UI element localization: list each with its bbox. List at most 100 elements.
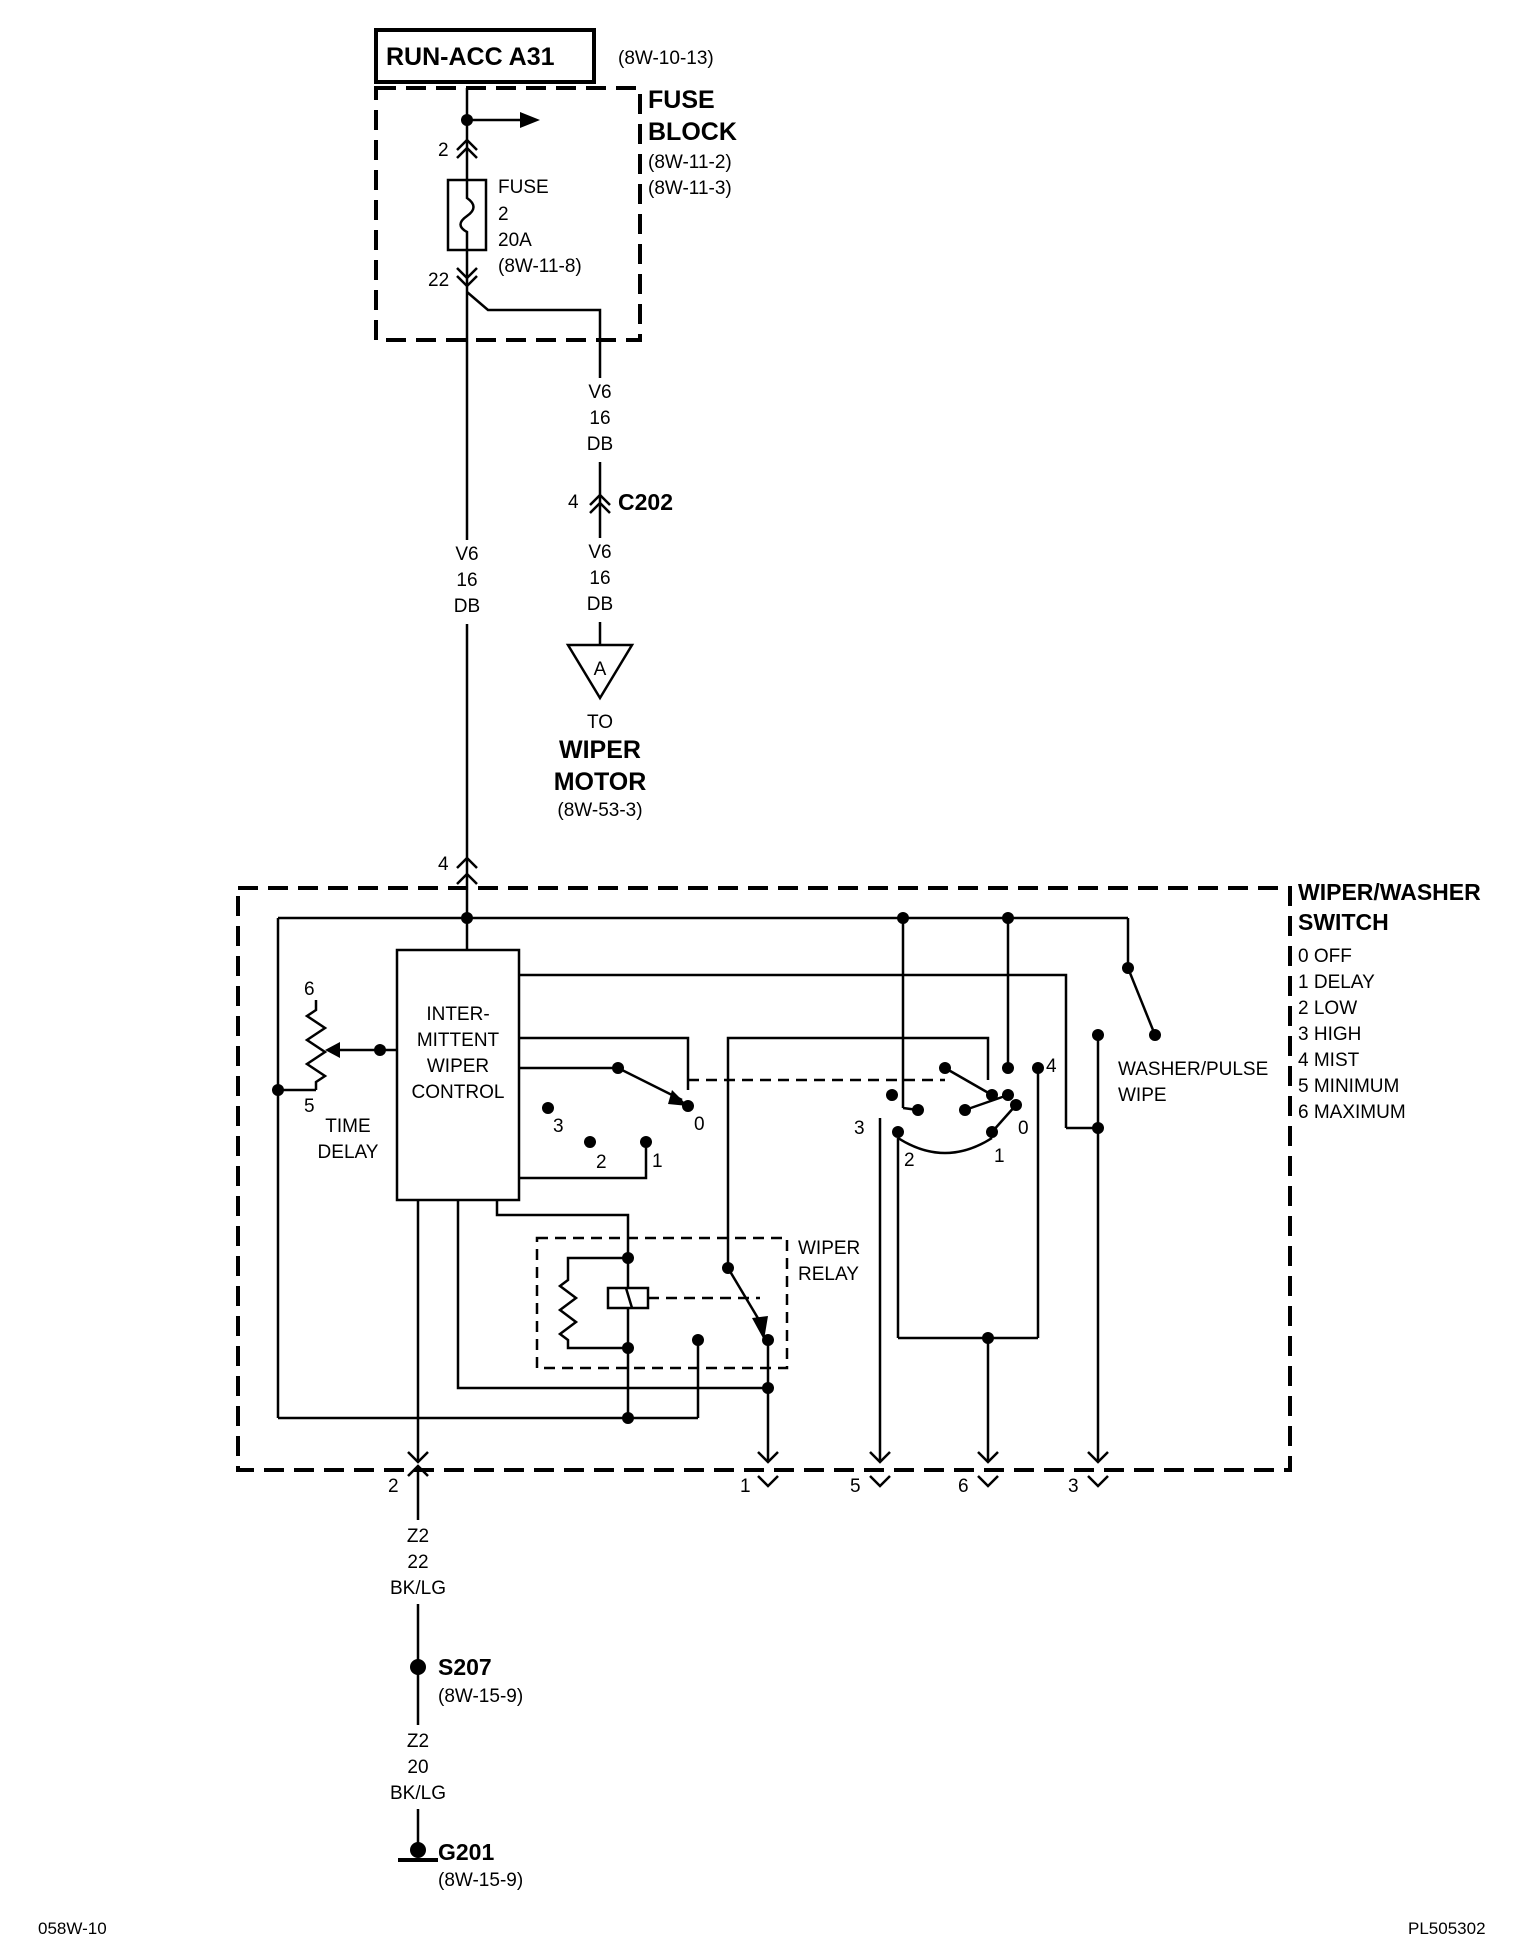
- wire-v6-right-bottom-circuit: V6: [588, 542, 611, 563]
- fuse-block-title-2: BLOCK: [648, 118, 737, 146]
- ground-g201-icon: [398, 1842, 438, 1862]
- wire-v6-right-bottom-gauge: 16: [589, 568, 610, 589]
- switch-pin-4-icon: [456, 856, 478, 869]
- relay-switch-blade: [726, 1267, 764, 1326]
- wiper-motor-marker: A: [594, 659, 607, 680]
- time-delay-1: TIME: [325, 1116, 370, 1137]
- wire-z2-22-color: BK/LG: [390, 1578, 446, 1599]
- switch-outline: [236, 886, 1292, 1472]
- fuse-block-title-1: FUSE: [648, 86, 715, 114]
- switch-position: 4 MIST: [1298, 1050, 1360, 1071]
- right-contact-0: 0: [1018, 1118, 1029, 1139]
- ground-name: G201: [438, 1839, 494, 1865]
- wire-z2-20-circuit: Z2: [407, 1731, 429, 1752]
- bottom-pin-3-icon: [1087, 1451, 1109, 1488]
- left-contact-2: 2: [596, 1152, 607, 1173]
- left-contact-1: 1: [652, 1151, 663, 1172]
- source-label: RUN-ACC A31: [386, 43, 555, 71]
- source-ref: (8W-10-13): [618, 48, 714, 69]
- left-contact-0: 0: [694, 1114, 705, 1135]
- fuse-block-ref-2: (8W-11-3): [648, 178, 732, 199]
- fuse-label-1: FUSE: [498, 177, 549, 198]
- bottom-pin-3: 3: [1068, 1476, 1079, 1497]
- bottom-pin-1-icon: [757, 1451, 779, 1488]
- wiper-motor-ref: (8W-53-3): [557, 800, 642, 821]
- splice-name: S207: [438, 1654, 492, 1680]
- wire-v6-left-circuit: V6: [455, 544, 478, 565]
- fuse-label-2: 2: [498, 204, 509, 225]
- fuse-label-3: 20A: [498, 230, 532, 251]
- fuse-block-outline: [374, 86, 642, 342]
- bottom-pin-5: 5: [850, 1476, 861, 1497]
- switch-position: 1 DELAY: [1298, 972, 1375, 993]
- bottom-pin-2: 2: [388, 1476, 399, 1497]
- ground-ref: (8W-15-9): [438, 1870, 523, 1891]
- arrow-left-icon: [325, 1042, 340, 1058]
- switch-title-2: SWITCH: [1298, 909, 1389, 935]
- fuse-pin-out: 22: [428, 270, 449, 291]
- bottom-pin-6-icon: [977, 1451, 999, 1488]
- wire-v6-left-color: DB: [454, 596, 480, 617]
- right-contact-3: 3: [854, 1118, 865, 1139]
- control-label-1: INTER-: [426, 1004, 489, 1025]
- splice-ref: (8W-15-9): [438, 1686, 523, 1707]
- switch-position-list: 0 OFF 1 DELAY 2 LOW 3 HIGH 4 MIST 5 MINI…: [1298, 946, 1406, 1123]
- source-box: [374, 28, 596, 84]
- wire-v6-right-top-color: DB: [587, 434, 613, 455]
- fuse-pin-in: 2: [438, 140, 449, 161]
- control-label-4: CONTROL: [412, 1082, 505, 1103]
- wiper-motor-name-2: MOTOR: [554, 768, 647, 796]
- footer-left: 058W-10: [38, 1919, 107, 1938]
- control-label-3: WIPER: [427, 1056, 489, 1077]
- right-contact-4: 4: [1046, 1056, 1057, 1077]
- right-contact-2: 2: [904, 1150, 915, 1171]
- resistor-icon: [304, 1000, 328, 1090]
- time-delay-2: DELAY: [318, 1142, 379, 1163]
- pot-top-label: 6: [304, 979, 315, 1000]
- wiper-motor-name-1: WIPER: [559, 736, 641, 764]
- relay-resistor-icon: [557, 1256, 628, 1350]
- wire-z2-20-color: BK/LG: [390, 1783, 446, 1804]
- relay-label-2: RELAY: [798, 1264, 859, 1285]
- pot-bottom-label: 5: [304, 1096, 315, 1117]
- switch-top-pin: 4: [438, 854, 449, 875]
- wiper-motor-to: TO: [587, 712, 613, 733]
- switch-title-1: WIPER/WASHER: [1298, 879, 1481, 905]
- control-label-2: MITTENT: [417, 1030, 500, 1051]
- wire-v6-right-top-gauge: 16: [589, 408, 610, 429]
- washer-switch-blade: [1126, 967, 1157, 1036]
- wire-v6-right-top-circuit: V6: [588, 382, 611, 403]
- arrow-right-icon: [520, 112, 540, 128]
- right-contact-1: 1: [994, 1146, 1005, 1167]
- footer-right: PL505302: [1408, 1919, 1486, 1938]
- wiper-relay-outline: [535, 1236, 789, 1370]
- c202-pin: 4: [568, 492, 579, 513]
- bottom-pin-6: 6: [958, 1476, 969, 1497]
- switch-position: 6 MAXIMUM: [1298, 1102, 1406, 1123]
- wire-v6-right: [466, 291, 602, 380]
- washer-label-1: WASHER/PULSE: [1118, 1059, 1268, 1080]
- bottom-pin-5-icon: [869, 1451, 891, 1488]
- wire-z2-22-circuit: Z2: [407, 1526, 429, 1547]
- relay-label-1: WIPER: [798, 1238, 860, 1259]
- switch-arc: [897, 1136, 993, 1155]
- splice-s207-icon: [410, 1659, 426, 1675]
- connector-c202-icon: [589, 493, 611, 506]
- wiper-motor-marker-icon: [565, 643, 635, 701]
- c202-name: C202: [618, 489, 673, 515]
- wire-v6-right-bottom-color: DB: [587, 594, 613, 615]
- switch-position: 3 HIGH: [1298, 1024, 1361, 1045]
- switch-blade-right-top: [944, 1066, 993, 1097]
- washer-label-2: WIPE: [1118, 1085, 1167, 1106]
- bottom-pin-1: 1: [740, 1476, 751, 1497]
- switch-position: 2 LOW: [1298, 998, 1357, 1019]
- switch-position: 0 OFF: [1298, 946, 1352, 967]
- wire-z2-22-gauge: 22: [407, 1552, 428, 1573]
- wire-z2-20-gauge: 20: [407, 1757, 428, 1778]
- wire-v6-left-gauge: 16: [456, 570, 477, 591]
- connector-pin-22-icon: [456, 267, 478, 280]
- fuse-block-ref-1: (8W-11-2): [648, 152, 732, 173]
- switch-position: 5 MINIMUM: [1298, 1076, 1399, 1097]
- fuse-label-4: (8W-11-8): [498, 256, 582, 277]
